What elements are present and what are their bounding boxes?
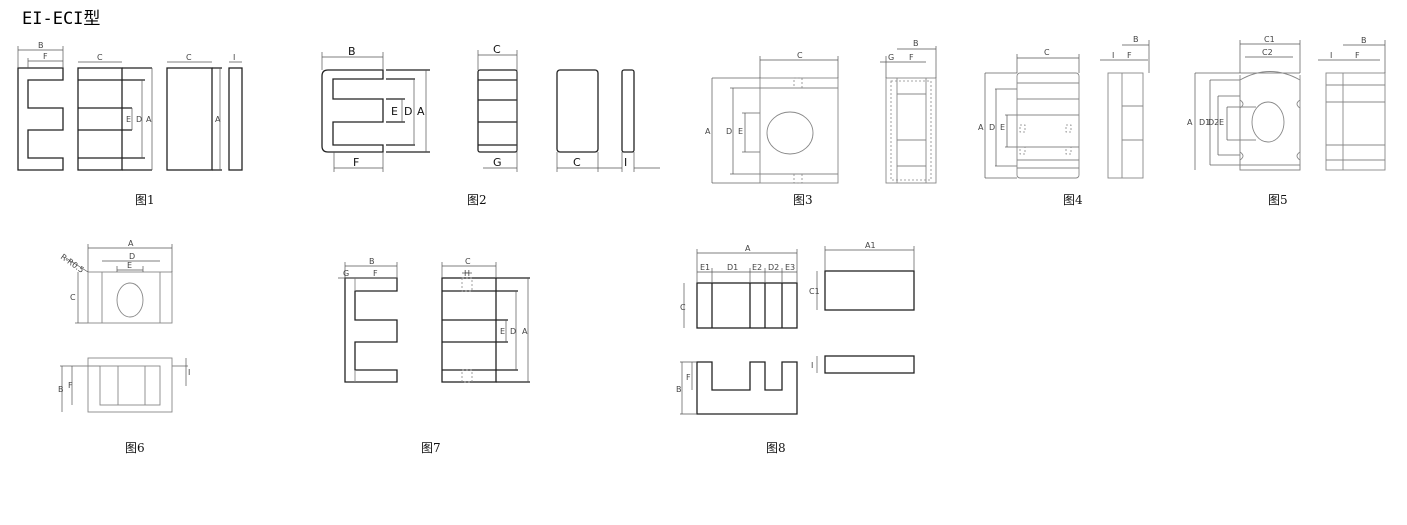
dim-label: E xyxy=(391,105,398,118)
dim-label: F xyxy=(43,52,48,61)
figure-7: B G F C H E D A 图7 xyxy=(338,257,530,455)
dim-label: E xyxy=(1000,123,1005,132)
dim-label: E xyxy=(738,127,743,136)
dim-label: I xyxy=(1112,51,1114,60)
dim-label: A xyxy=(417,105,425,118)
dim-label: A xyxy=(146,115,152,124)
figure-2: B F E D A C G C I 图2 xyxy=(321,43,660,207)
dim-label: I xyxy=(811,361,813,370)
dim-label: D2 xyxy=(1208,118,1219,127)
dim-label: A xyxy=(705,127,711,136)
dim-label: B xyxy=(1133,35,1139,44)
dim-label: D xyxy=(989,123,995,132)
dim-label: G xyxy=(493,156,502,169)
dim-label: B xyxy=(369,257,375,266)
dim-label: A xyxy=(215,115,221,124)
dim-label: F xyxy=(68,381,73,390)
figure-6: A D E C R-R0.5 B F I 图6 xyxy=(58,239,190,455)
dim-label: C xyxy=(97,53,103,62)
dim-label: C xyxy=(70,293,76,302)
dim-label: A xyxy=(1187,118,1193,127)
dim-label: I xyxy=(188,368,190,377)
figure-3: C A D E B G F 图3 xyxy=(705,39,937,207)
dim-label: A xyxy=(978,123,984,132)
dim-label: D2 xyxy=(768,263,779,272)
dim-label: A xyxy=(745,244,751,253)
dim-label: E3 xyxy=(785,263,795,272)
dim-label: I xyxy=(1330,51,1332,60)
dim-label: G xyxy=(343,269,349,278)
dim-label: F xyxy=(909,53,914,62)
figure-caption: 图2 xyxy=(467,193,487,207)
dim-label: C xyxy=(186,53,192,62)
dim-label: C xyxy=(573,156,581,169)
dim-label: D1 xyxy=(727,263,738,272)
dim-label: F xyxy=(1127,51,1132,60)
dim-label: E xyxy=(1219,118,1224,127)
figure-caption: 图8 xyxy=(766,441,786,455)
dim-label: D xyxy=(129,252,135,261)
dim-label: D xyxy=(404,105,412,118)
dim-label: C xyxy=(465,257,471,266)
dim-label: E2 xyxy=(752,263,762,272)
dim-label: C xyxy=(1044,48,1050,57)
dim-label: A xyxy=(128,239,134,248)
figure-1: B F C E D A C A I 图1 xyxy=(17,41,243,207)
dim-label: C2 xyxy=(1262,48,1273,57)
figure-caption: 图4 xyxy=(1063,193,1083,207)
dim-label: R-R0.5 xyxy=(59,252,86,275)
dim-label: G xyxy=(888,53,894,62)
dim-label: B xyxy=(913,39,919,48)
dim-label: C xyxy=(797,51,803,60)
dim-label: B xyxy=(676,385,682,394)
figure-caption: 图6 xyxy=(125,441,145,455)
figure-caption: 图5 xyxy=(1268,193,1288,207)
dim-label: F xyxy=(686,373,691,382)
dim-label: B xyxy=(348,45,356,58)
dim-label: C1 xyxy=(809,287,820,296)
dim-label: B xyxy=(38,41,44,50)
dim-label: D xyxy=(510,327,516,336)
dim-label: I xyxy=(233,53,235,62)
figure-4: C A D E B I F 图4 xyxy=(978,35,1150,207)
figure-caption: 图3 xyxy=(793,193,813,207)
dim-label: E xyxy=(127,261,132,270)
dim-label: E xyxy=(500,327,505,336)
dim-label: F xyxy=(353,156,359,169)
figure-caption: 图7 xyxy=(421,441,441,455)
figure-caption: 图1 xyxy=(135,193,155,207)
page-title: EI-ECI型 xyxy=(22,9,101,29)
dim-label: D1 xyxy=(1199,118,1210,127)
dim-label: D xyxy=(726,127,732,136)
dim-label: E xyxy=(126,115,131,124)
dim-label: F xyxy=(1355,51,1360,60)
figure-5: C1 C2 A D1 D2 E B I F 图5 xyxy=(1187,35,1386,207)
dim-label: C1 xyxy=(1264,35,1275,44)
dim-label: A1 xyxy=(865,241,876,250)
dim-label: B xyxy=(58,385,64,394)
dim-label: E1 xyxy=(700,263,710,272)
dim-label: A xyxy=(522,327,528,336)
dim-label: D xyxy=(136,115,142,124)
dim-label: H xyxy=(464,269,470,278)
dim-label: C xyxy=(493,43,501,56)
dim-label: C xyxy=(680,303,686,312)
figure-8: A E1 D1 E2 D2 E3 C A1 C1 B F I 图8 xyxy=(676,241,915,455)
dim-label: I xyxy=(624,156,627,169)
dim-label: B xyxy=(1361,36,1367,45)
dim-label: F xyxy=(373,269,378,278)
